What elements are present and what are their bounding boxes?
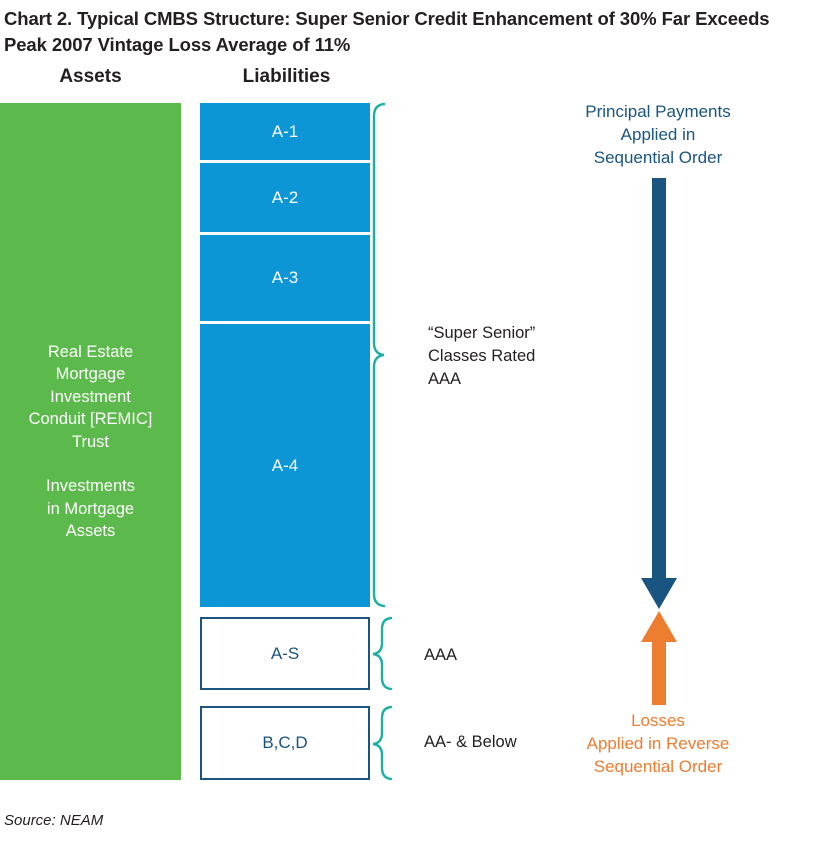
page-title: Chart 2. Typical CMBS Structure: Super S… bbox=[4, 8, 770, 55]
assets-text-line-8: Assets bbox=[65, 522, 116, 540]
tranche-a-2: A-2 bbox=[200, 163, 370, 232]
tranche-a-3: A-3 bbox=[200, 235, 370, 321]
brace-label-aa-below: AA- & Below bbox=[424, 733, 517, 751]
tranche-a-4-label: A-4 bbox=[271, 455, 299, 475]
tranche-a-4: A-4 bbox=[200, 324, 370, 607]
tranche-a-s: A-S bbox=[200, 617, 370, 690]
tranche-b-c-d-label: B,C,D bbox=[262, 733, 308, 752]
brace-label-super-senior-line-1: “Super Senior” bbox=[428, 324, 536, 342]
annotation-principal-line-3: Sequential Order bbox=[593, 148, 723, 167]
assets-text-line-1: Real Estate bbox=[47, 342, 134, 361]
column-header-assets: Assets bbox=[59, 66, 122, 87]
annotation-principal-line-2: Applied in bbox=[620, 125, 696, 144]
brace-label-aaa: AAA bbox=[424, 646, 458, 664]
brace-label-super-senior: “Super Senior” Classes Rated AAA bbox=[428, 322, 588, 391]
brace-label-super-senior-line-2: Classes Rated bbox=[428, 347, 536, 365]
annotation-principal-payments: Principal Payments Applied in Sequential… bbox=[537, 100, 779, 169]
annotation-principal-line-1: Principal Payments bbox=[585, 102, 731, 121]
brace-aaa-icon bbox=[372, 616, 393, 691]
annotation-losses-line-2: Applied in Reverse bbox=[586, 734, 730, 753]
annotation-losses-line-1: Losses bbox=[631, 711, 685, 730]
tranche-a-s-label: A-S bbox=[270, 643, 300, 663]
assets-text-line-3: Investment bbox=[50, 387, 131, 406]
tranche-a-3-label: A-3 bbox=[271, 268, 299, 287]
annotation-losses-line-3: Sequential Order bbox=[593, 757, 723, 776]
tranche-a-2-label: A-2 bbox=[271, 187, 299, 207]
brace-super-senior-icon bbox=[372, 102, 386, 608]
annotation-losses: Losses Applied in Reverse Sequential Ord… bbox=[537, 709, 779, 778]
assets-text-line-5: Trust bbox=[72, 432, 109, 451]
assets-text-line-4: Conduit [REMIC] bbox=[28, 410, 153, 428]
assets-text-line-2: Mortgage bbox=[55, 365, 126, 383]
tranche-a-1-label: A-1 bbox=[271, 121, 299, 141]
principal-payments-arrow-icon bbox=[641, 178, 677, 609]
assets-text-line-6: Investments bbox=[46, 477, 135, 495]
column-header-liabilities: Liabilities bbox=[242, 66, 331, 87]
brace-label-super-senior-line-3: AAA bbox=[428, 370, 462, 388]
tranche-b-c-d: B,C,D bbox=[200, 706, 370, 780]
losses-arrow-icon bbox=[641, 611, 677, 705]
tranche-a-1: A-1 bbox=[200, 103, 370, 160]
assets-block: Real Estate Mortgage Investment Conduit … bbox=[0, 103, 181, 780]
source-note: Source: NEAM bbox=[4, 812, 104, 829]
assets-text-line-7: in Mortgage bbox=[46, 499, 135, 518]
brace-aa-below-icon bbox=[372, 705, 393, 781]
